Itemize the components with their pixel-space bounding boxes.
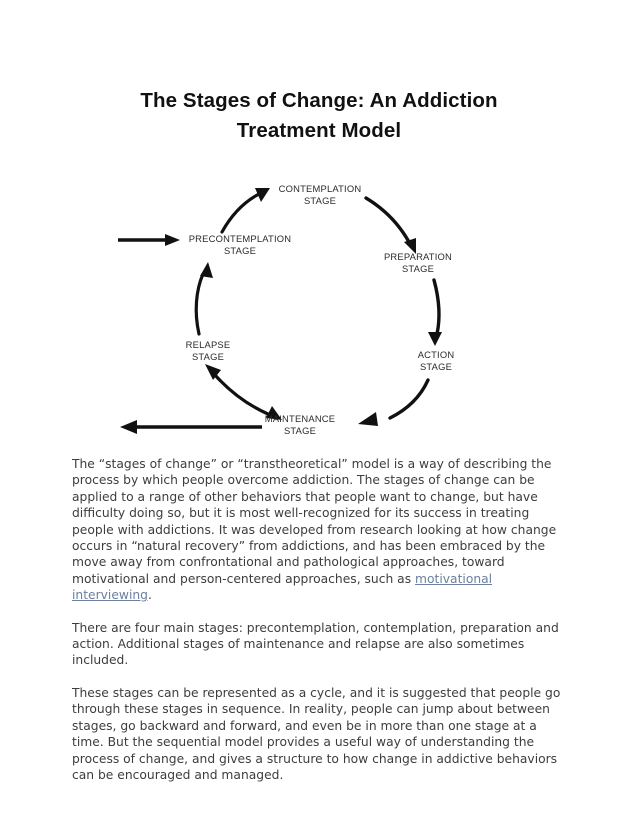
entry-arrow — [118, 234, 180, 246]
stage-label-action: ACTION STAGE — [418, 349, 455, 372]
paragraph-2: There are four main stages: precontempla… — [72, 620, 559, 668]
arrow-maintenance-relapse-bidirectional — [205, 364, 282, 420]
arrow-relapse-to-precontemplation — [194, 262, 213, 336]
stage-label-relapse: RELAPSE STAGE — [186, 339, 231, 362]
stage-label-maintenance-line2: STAGE — [284, 425, 316, 436]
stage-label-precontemplation-line2: STAGE — [224, 245, 256, 256]
stage-label-contemplation-line1: CONTEMPLATION — [279, 183, 362, 194]
page-title: The Stages of Change: An Addiction Treat… — [70, 86, 568, 146]
arrow-contemplation-to-preparation — [364, 196, 416, 254]
paragraph-1-text-before-link: The “stages of change” or “transtheoreti… — [72, 457, 557, 586]
stage-label-maintenance: MAINTENANCE STAGE — [265, 413, 335, 436]
paragraph-1: The “stages of change” or “transtheoreti… — [72, 456, 572, 604]
arrow-action-to-maintenance — [358, 378, 430, 426]
stage-label-preparation-line2: STAGE — [402, 263, 434, 274]
exit-arrow — [120, 420, 262, 434]
page-title-line-1: The Stages of Change: An Addiction — [140, 88, 498, 112]
stage-label-precontemplation-line1: PRECONTEMPLATION — [189, 233, 292, 244]
arrow-precontemplation-to-contemplation — [220, 188, 270, 234]
stage-label-preparation-line1: PREPARATION — [384, 251, 452, 262]
arrow-preparation-to-action — [428, 278, 442, 346]
page-title-line-2: Treatment Model — [236, 118, 402, 142]
stages-of-change-diagram: PRECONTEMPLATION STAGE CONTEMPLATION STA… — [0, 150, 638, 450]
paragraph-1-text-after-link: . — [148, 588, 152, 603]
stage-label-relapse-line1: RELAPSE — [186, 339, 231, 350]
body-copy: The “stages of change” or “transtheoreti… — [72, 456, 572, 783]
stage-label-precontemplation: PRECONTEMPLATION STAGE — [189, 233, 292, 256]
stage-label-relapse-line2: STAGE — [192, 351, 224, 362]
stage-label-contemplation: CONTEMPLATION STAGE — [279, 183, 362, 206]
paragraph-3: These stages can be represented as a cyc… — [72, 685, 561, 782]
stage-label-contemplation-line2: STAGE — [304, 195, 336, 206]
stage-label-action-line1: ACTION — [418, 349, 455, 360]
stage-label-preparation: PREPARATION STAGE — [384, 251, 452, 274]
motivational-interviewing-link[interactable]: motivational interviewing — [72, 571, 493, 603]
stage-label-action-line2: STAGE — [420, 361, 452, 372]
stage-label-maintenance-line1: MAINTENANCE — [265, 413, 335, 424]
